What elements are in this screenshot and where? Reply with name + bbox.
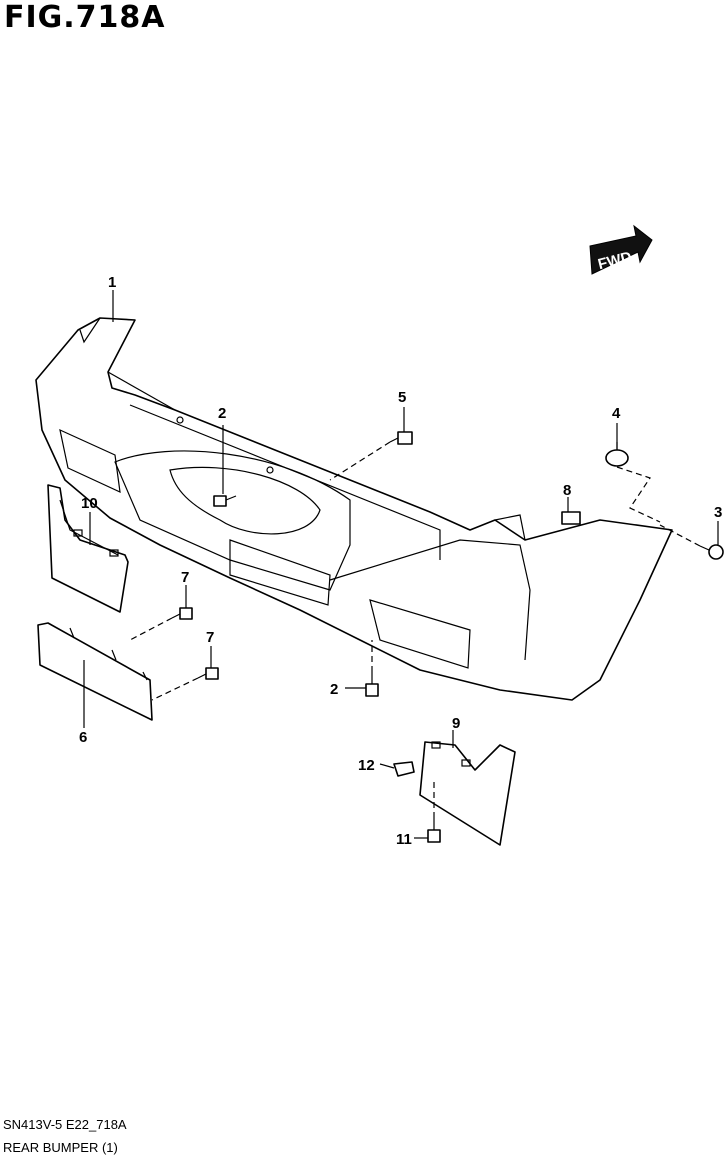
bolt-icon-3 — [699, 544, 724, 560]
callout-3: 3 — [714, 504, 722, 521]
bolt-icon-5 — [389, 431, 413, 445]
callout-1: 1 — [108, 274, 116, 291]
left-mud-flap — [47, 484, 129, 613]
rear-bumper-cover — [35, 317, 673, 701]
callout-2-lower: 2 — [330, 681, 338, 698]
callout-11: 11 — [396, 831, 412, 848]
bolt-icon-2a — [213, 495, 237, 507]
leader-lines — [83, 290, 719, 839]
callout-7-upper: 7 — [181, 569, 189, 586]
fwd-arrow-badge: FWD — [589, 224, 653, 275]
bolt-icon-2b — [365, 672, 379, 697]
callout-9: 9 — [452, 715, 460, 732]
callout-10: 10 — [81, 495, 98, 512]
right-mud-flap — [419, 741, 516, 846]
clip-icon-8 — [561, 511, 581, 525]
bolt-icon-11 — [427, 818, 441, 843]
bolt-icon-7b — [197, 667, 219, 680]
bolt-icon-7a — [171, 607, 193, 620]
rear-garnish-panel — [37, 622, 153, 721]
callout-8: 8 — [563, 482, 571, 499]
clip-icon-12 — [393, 761, 415, 777]
callout-4: 4 — [612, 405, 621, 422]
figure-title: FIG.718A — [4, 0, 166, 35]
callout-2-upper: 2 — [218, 405, 226, 422]
callout-5: 5 — [398, 389, 406, 406]
callout-7-lower: 7 — [206, 629, 214, 646]
figure-caption: REAR BUMPER (1) — [3, 1140, 118, 1155]
callout-12: 12 — [358, 757, 375, 774]
callout-6: 6 — [79, 729, 87, 746]
figure-reference-code: SN413V-5 E22_718A — [3, 1117, 127, 1132]
